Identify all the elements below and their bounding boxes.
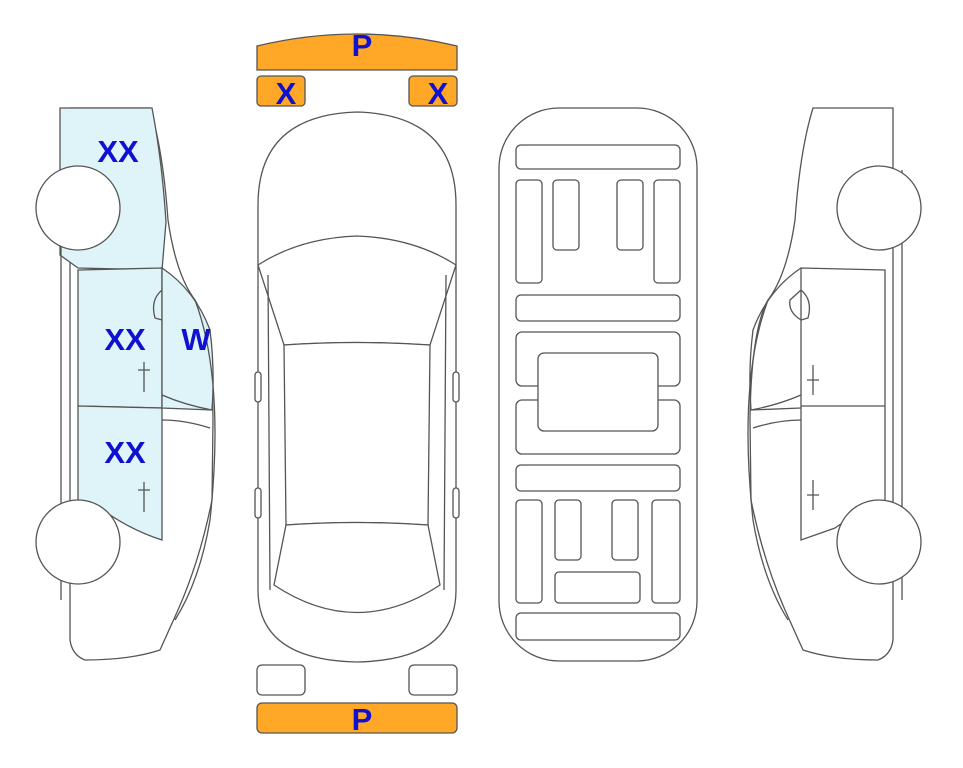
interior-front-bar <box>515 294 681 322</box>
interior-left-rear-area <box>515 499 543 604</box>
right-front-wheel <box>836 165 922 251</box>
rear-right-light-panel[interactable] <box>408 664 458 696</box>
interior-right-rear-seat <box>611 499 639 561</box>
interior-right-front-seat <box>616 179 644 251</box>
interior-dashboard <box>515 144 681 170</box>
top-view-right-handle <box>452 487 460 519</box>
interior-trunk <box>515 612 681 641</box>
interior-rear-bench <box>554 571 641 604</box>
right-side-view <box>747 107 922 661</box>
front-right-light-panel[interactable] <box>408 75 458 107</box>
left-mirror <box>152 289 163 321</box>
top-view-hood-windshield <box>257 235 457 346</box>
right-a-pillar-line <box>747 299 789 621</box>
interior-roof-center <box>537 352 659 432</box>
left-rear-door-handle <box>138 482 150 512</box>
top-view-left-edge-line <box>267 274 271 591</box>
front-right-light-label: X <box>428 76 449 111</box>
right-rear-door-handle <box>807 480 819 510</box>
top-view-rear-window <box>273 521 441 614</box>
interior-right-rear-area <box>651 499 681 604</box>
left-side-view <box>35 107 216 661</box>
rear-bumper-label: P <box>352 702 373 737</box>
top-view: P X X P <box>254 28 460 737</box>
left-window-label: W <box>181 322 211 357</box>
right-belt-line <box>752 419 802 429</box>
interior-view <box>498 107 698 662</box>
rear-left-light-panel[interactable] <box>256 664 306 696</box>
interior-left-rear-seat <box>554 499 582 561</box>
left-window-sill <box>161 394 213 411</box>
front-left-light-panel[interactable] <box>256 75 306 107</box>
left-front-fender-label: XX <box>97 134 139 169</box>
left-rear-wheel <box>35 499 121 585</box>
front-bumper-panel[interactable] <box>256 33 458 71</box>
interior-left-front-area <box>515 179 543 284</box>
right-rear-wheel <box>836 499 922 585</box>
left-windshield-panel[interactable] <box>161 266 214 411</box>
left-front-wheel <box>35 165 121 251</box>
top-view-right-mirror <box>452 371 460 403</box>
top-view-left-handle <box>254 487 262 519</box>
left-front-door-label: XX <box>104 322 146 357</box>
interior-right-front-area <box>653 179 681 284</box>
top-view-right-edge-line <box>443 274 447 591</box>
interior-rear-bar <box>515 464 681 492</box>
left-rear-door-label: XX <box>104 435 146 470</box>
rear-bumper-panel[interactable] <box>256 702 458 734</box>
front-left-light-label: X <box>276 76 297 111</box>
interior-left-front-seat <box>552 179 580 251</box>
left-a-pillar-line <box>174 299 216 621</box>
top-view-roof <box>283 341 431 526</box>
left-front-door-handle <box>138 362 150 392</box>
right-front-door-handle <box>807 365 819 395</box>
top-view-left-mirror <box>254 371 262 403</box>
left-belt-line <box>161 419 211 429</box>
right-window-sill <box>750 394 802 411</box>
right-mirror <box>789 289 811 321</box>
front-bumper-label: P <box>352 28 373 63</box>
